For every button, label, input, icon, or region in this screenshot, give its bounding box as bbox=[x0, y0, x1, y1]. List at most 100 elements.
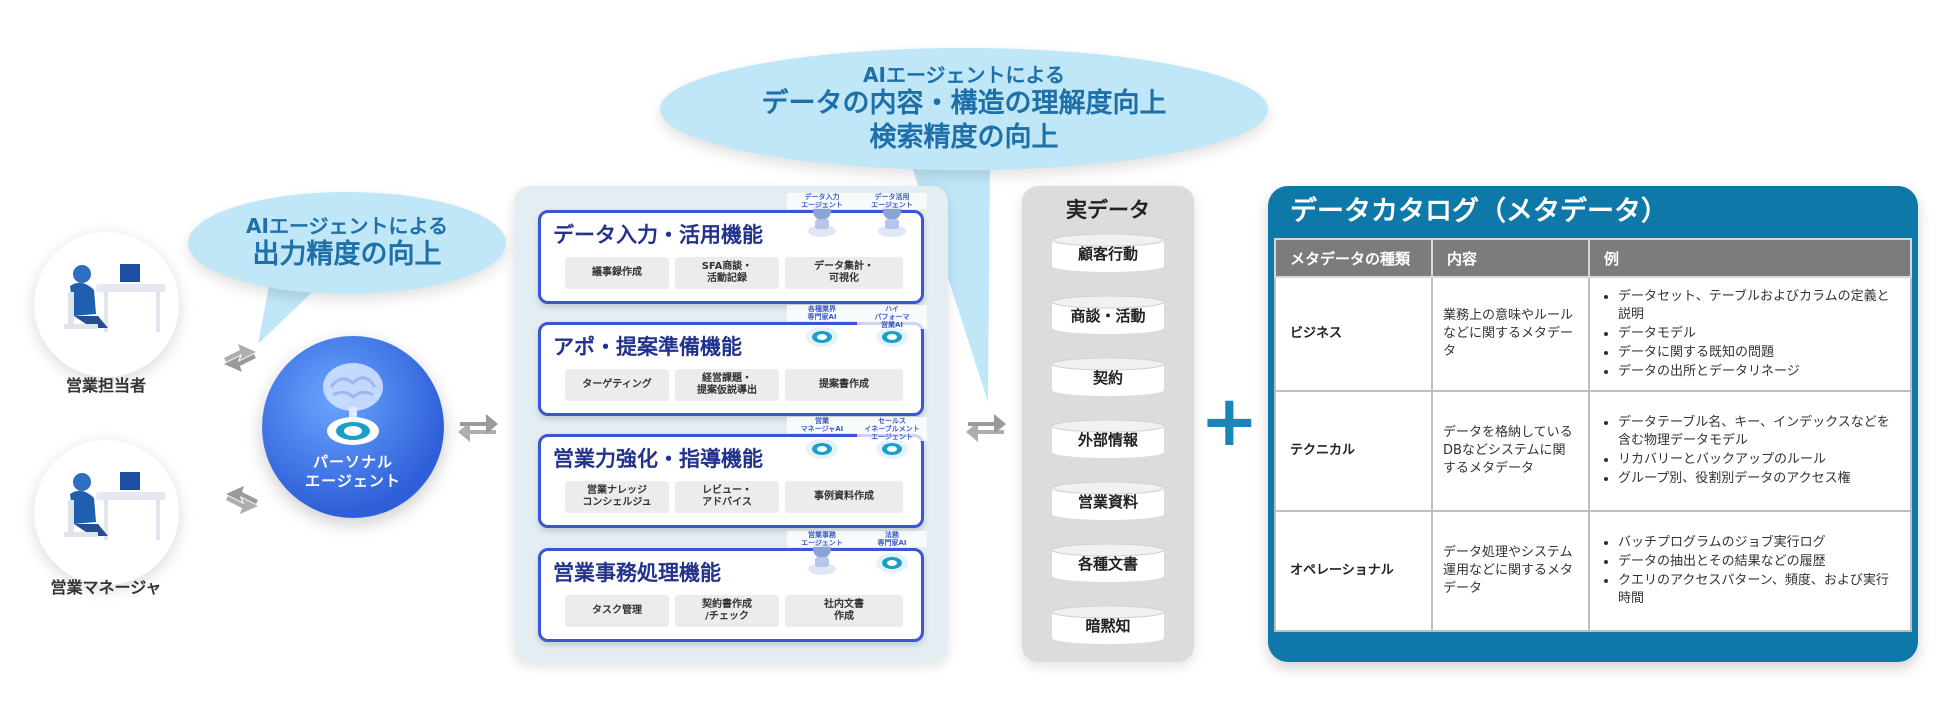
row-desc: 業務上の意味やルールなどに関するメタデータ bbox=[1431, 276, 1590, 392]
function-title: アポ・提案準備機能 bbox=[553, 335, 742, 359]
row-kind: テクニカル bbox=[1274, 390, 1433, 512]
example-item: クエリのアクセスパターン、頻度、および実行時間 bbox=[1618, 572, 1900, 608]
data-catalog-panel: データカタログ（メタデータ） メタデータの種類 内容 例 ビジネス 業務上の意味… bbox=[1268, 186, 1918, 662]
data-cylinder: 各種文書 bbox=[1051, 543, 1165, 582]
exchange-arrows-icon bbox=[226, 486, 258, 514]
function-chip: データ集計・ 可視化 bbox=[785, 257, 903, 289]
example-item: グループ別、役割別データのアクセス権 bbox=[1618, 470, 1900, 488]
sales-manager-circle bbox=[34, 440, 179, 585]
function-title: 営業事務処理機能 bbox=[553, 561, 721, 585]
table-row: テクニカル データを格納しているDBなどシステムに関するメタデータ データテーブ… bbox=[1274, 390, 1912, 512]
data-catalog-title: データカタログ（メタデータ） bbox=[1290, 196, 1668, 227]
database-cylinder-icon bbox=[1051, 543, 1165, 582]
real-data-title: 実データ bbox=[1066, 198, 1150, 222]
example-item: データモデル bbox=[1618, 325, 1900, 343]
example-item: データの出所とデータリネージ bbox=[1618, 363, 1900, 381]
agent-icon: 各種業界 専門家AI bbox=[787, 305, 857, 353]
function-chip: レビュー・ アドバイス bbox=[675, 481, 779, 513]
data-cylinder: 商談・活動 bbox=[1051, 295, 1165, 334]
data-cylinder: 営業資料 bbox=[1051, 481, 1165, 520]
function-chip: 事例資料作成 bbox=[785, 481, 903, 513]
function-box-sales-admin: 営業事務処理機能 営業事務 エージェント 法務 専門家AI タスク管理 契約書作… bbox=[538, 531, 927, 642]
target-agent-icon bbox=[876, 553, 908, 573]
function-chip: ターゲティング bbox=[565, 369, 669, 401]
function-title: データ入力・活用機能 bbox=[553, 223, 763, 247]
agent-icon: 営業事務 エージェント bbox=[787, 531, 857, 579]
plus-sign: + bbox=[1200, 380, 1259, 462]
personal-agent: パーソナル エージェント bbox=[262, 336, 444, 518]
sales-rep-circle bbox=[34, 232, 179, 377]
function-chip: 提案書作成 bbox=[785, 369, 903, 401]
person-at-desk-icon bbox=[64, 472, 166, 540]
agent-icon: 営業 マネージャAI bbox=[787, 417, 857, 465]
row-examples: データテーブル名、キー、インデックスなどを含む物理データモデル リカバリーとバッ… bbox=[1588, 390, 1912, 512]
sales-rep-label: 営業担当者 bbox=[65, 376, 146, 395]
header-example: 例 bbox=[1588, 238, 1912, 278]
data-cylinder: 暗黙知 bbox=[1051, 605, 1165, 644]
real-data-panel: 実データ 顧客行動 商談・活動 契約 外部情報 営業資料 各種文書 暗黙知 bbox=[1022, 186, 1194, 662]
agent-icon: 法務 専門家AI bbox=[857, 531, 927, 579]
example-item: バッチプログラムのジョブ実行ログ bbox=[1618, 534, 1900, 552]
agent-name-label: 法務 専門家AI bbox=[857, 531, 927, 547]
agent-icon: データ活用 エージェント bbox=[857, 193, 927, 241]
database-cylinder-icon bbox=[1051, 233, 1165, 272]
agent-icon: ハイ パフォーマ 営業AI bbox=[857, 305, 927, 353]
agent-name-label: データ入力 エージェント bbox=[787, 193, 857, 209]
example-item: データセット、テーブルおよびカラムの定義と説明 bbox=[1618, 288, 1900, 324]
agent-icon: データ入力 エージェント bbox=[787, 193, 857, 241]
left-speech-bubble: AIエージェントによる 出力精度の向上 bbox=[188, 192, 506, 294]
top-bubble-line1: データの内容・構造の理解度向上 bbox=[761, 88, 1167, 119]
row-examples: バッチプログラムのジョブ実行ログ データの抽出とその結果などの履歴 クエリのアク… bbox=[1588, 510, 1912, 632]
header-content: 内容 bbox=[1431, 238, 1590, 278]
table-row: オペレーショナル データ処理やシステム運用などに関するメタデータ バッチプログラ… bbox=[1274, 510, 1912, 632]
top-bubble-subtitle: AIエージェントによる bbox=[863, 63, 1065, 87]
function-box-sales-enablement: 営業力強化・指導機能 営業 マネージャAI セールス イネーブルメント エージェ… bbox=[538, 417, 927, 528]
agent-name-label: セールス イネーブルメント エージェント bbox=[857, 417, 927, 441]
personal-agent-label-2: エージェント bbox=[305, 472, 401, 490]
agent-name-label: 各種業界 専門家AI bbox=[787, 305, 857, 321]
target-agent-icon bbox=[876, 327, 908, 347]
function-chip: SFA商談・ 活動記録 bbox=[675, 257, 779, 289]
exchange-arrows-icon bbox=[966, 414, 1006, 442]
personal-agent-label-1: パーソナル bbox=[312, 453, 393, 471]
sales-manager-label: 営業マネージャ bbox=[50, 578, 162, 597]
agent-name-label: データ活用 エージェント bbox=[857, 193, 927, 209]
data-cylinder: 外部情報 bbox=[1051, 419, 1165, 458]
database-cylinder-icon bbox=[1051, 419, 1165, 458]
example-item: リカバリーとバックアップのルール bbox=[1618, 451, 1900, 469]
function-box-appointment: アポ・提案準備機能 各種業界 専門家AI ハイ パフォーマ 営業AI ターゲティ… bbox=[538, 305, 927, 416]
target-agent-icon bbox=[806, 327, 838, 347]
data-cylinder: 契約 bbox=[1051, 357, 1165, 396]
row-kind: ビジネス bbox=[1274, 276, 1433, 392]
function-title: 営業力強化・指導機能 bbox=[553, 447, 763, 471]
exchange-arrows-icon bbox=[458, 414, 498, 442]
row-kind: オペレーショナル bbox=[1274, 510, 1433, 632]
function-chip: 社内文書 作成 bbox=[785, 595, 903, 627]
top-speech-bubble: AIエージェントによる データの内容・構造の理解度向上 検索精度の向上 bbox=[660, 48, 1268, 170]
function-box-data-input: データ入力・活用機能 データ入力 エージェント データ活用 エージェント 議事録… bbox=[538, 193, 927, 304]
agent-icon: セールス イネーブルメント エージェント bbox=[857, 417, 927, 465]
example-item: データの抽出とその結果などの履歴 bbox=[1618, 553, 1900, 571]
target-agent-icon bbox=[876, 439, 908, 459]
left-bubble-main: 出力精度の向上 bbox=[252, 239, 442, 270]
agent-name-label: ハイ パフォーマ 営業AI bbox=[857, 305, 927, 329]
left-bubble-tail bbox=[258, 280, 325, 344]
functions-panel: データ入力・活用機能 データ入力 エージェント データ活用 エージェント 議事録… bbox=[514, 186, 948, 662]
database-cylinder-icon bbox=[1051, 357, 1165, 396]
function-chip: 経営課題・ 提案仮説導出 bbox=[675, 369, 779, 401]
ai-brain-icon bbox=[323, 363, 383, 445]
function-chip: 議事録作成 bbox=[565, 257, 669, 289]
database-cylinder-icon bbox=[1051, 605, 1165, 644]
left-bubble-subtitle: AIエージェントによる bbox=[246, 214, 448, 238]
agent-name-label: 営業 マネージャAI bbox=[787, 417, 857, 433]
table-row: ビジネス 業務上の意味やルールなどに関するメタデータ データセット、テーブルおよ… bbox=[1274, 276, 1912, 392]
header-kind: メタデータの種類 bbox=[1274, 238, 1433, 278]
agent-name-label: 営業事務 エージェント bbox=[787, 531, 857, 547]
example-item: データに関する既知の問題 bbox=[1618, 344, 1900, 362]
table-header-row: メタデータの種類 内容 例 bbox=[1274, 238, 1912, 278]
target-agent-icon bbox=[806, 439, 838, 459]
top-bubble-line2: 検索精度の向上 bbox=[869, 122, 1059, 153]
function-chip: 営業ナレッジ コンシェルジュ bbox=[565, 481, 669, 513]
example-item: データテーブル名、キー、インデックスなどを含む物理データモデル bbox=[1618, 414, 1900, 450]
row-desc: データ処理やシステム運用などに関するメタデータ bbox=[1431, 510, 1590, 632]
